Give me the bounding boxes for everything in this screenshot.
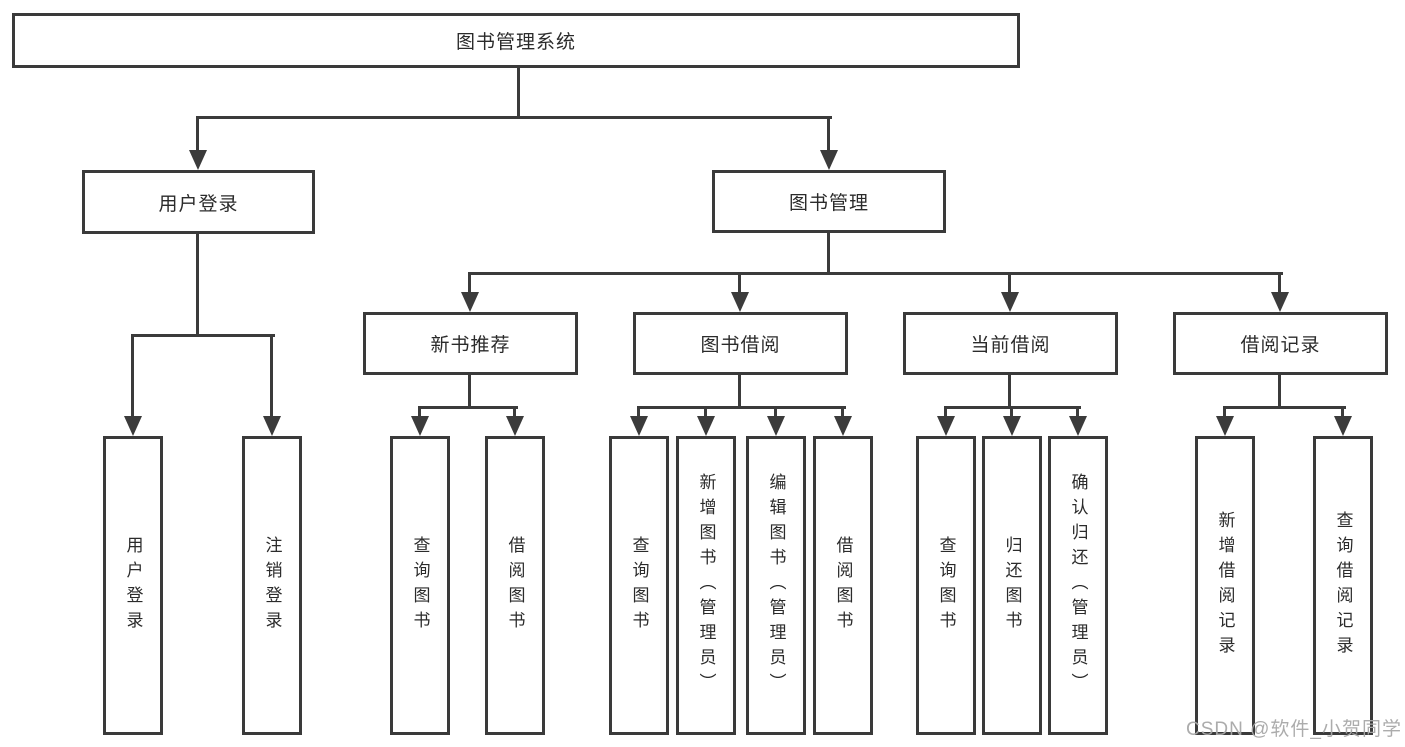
connector-line <box>1008 375 1011 409</box>
connector-line <box>827 116 830 154</box>
leaf-records-add-borrow-record: 新增借阅记录 <box>1195 436 1255 735</box>
connector-line <box>637 406 640 420</box>
connector-line <box>637 406 846 409</box>
leaf-records-query-borrow-record: 查询借阅记录 <box>1313 436 1373 735</box>
connector-line <box>1223 406 1346 409</box>
node-book-borrowing: 图书借阅 <box>633 312 848 375</box>
connector-line <box>944 406 947 420</box>
connector-line <box>418 406 421 420</box>
connector-line <box>774 406 777 420</box>
arrow-down-icon <box>937 416 955 436</box>
arrow-down-icon <box>263 416 281 436</box>
connector-line <box>468 272 1283 275</box>
leaf-current-confirm-return-admin: 确认归还（管理员） <box>1048 436 1108 735</box>
leaf-borrowing-add-book-admin: 新增图书（管理员） <box>676 436 736 735</box>
connector-line <box>270 334 273 420</box>
leaf-user-login: 用户登录 <box>103 436 163 735</box>
connector-line <box>196 116 832 119</box>
arrow-down-icon <box>1271 292 1289 312</box>
connector-line <box>468 375 471 409</box>
csdn-watermark: CSDN @软件_小贺同学 <box>1186 719 1402 740</box>
leaf-recommend-borrow-book: 借阅图书 <box>485 436 545 735</box>
connector-line <box>517 68 520 119</box>
node-current-borrowing: 当前借阅 <box>903 312 1118 375</box>
connector-line <box>196 234 199 337</box>
leaf-recommend-query-book: 查询图书 <box>390 436 450 735</box>
leaf-borrowing-borrow-book: 借阅图书 <box>813 436 873 735</box>
leaf-borrowing-query-book: 查询图书 <box>609 436 669 735</box>
arrow-down-icon <box>1001 292 1019 312</box>
arrow-down-icon <box>1003 416 1021 436</box>
arrow-down-icon <box>820 150 838 170</box>
arrow-down-icon <box>411 416 429 436</box>
node-library-system: 图书管理系统 <box>12 13 1020 68</box>
connector-line <box>1223 406 1226 420</box>
connector-line <box>131 334 275 337</box>
connector-line <box>513 406 516 420</box>
arrow-down-icon <box>189 150 207 170</box>
connector-line <box>1076 406 1079 420</box>
leaf-current-query-book: 查询图书 <box>916 436 976 735</box>
node-user-login: 用户登录 <box>82 170 315 234</box>
arrow-down-icon <box>731 292 749 312</box>
arrow-down-icon <box>767 416 785 436</box>
arrow-down-icon <box>630 416 648 436</box>
connector-line <box>468 272 471 298</box>
connector-line <box>738 272 741 298</box>
leaf-borrowing-edit-book-admin: 编辑图书（管理员） <box>746 436 806 735</box>
arrow-down-icon <box>506 416 524 436</box>
connector-line <box>1008 272 1011 298</box>
connector-line <box>1278 375 1281 409</box>
arrow-down-icon <box>1069 416 1087 436</box>
connector-line <box>1341 406 1344 420</box>
connector-line <box>418 406 518 409</box>
leaf-logout-login: 注销登录 <box>242 436 302 735</box>
arrow-down-icon <box>1334 416 1352 436</box>
connector-line <box>1010 406 1013 420</box>
leaf-current-return-book: 归还图书 <box>982 436 1042 735</box>
arrow-down-icon <box>461 292 479 312</box>
arrow-down-icon <box>1216 416 1234 436</box>
arrow-down-icon <box>124 416 142 436</box>
connector-line <box>131 334 134 420</box>
arrow-down-icon <box>697 416 715 436</box>
node-new-book-recommend: 新书推荐 <box>363 312 578 375</box>
connector-line <box>196 116 199 154</box>
connector-line <box>827 233 830 275</box>
connector-line <box>1278 272 1281 298</box>
node-book-management: 图书管理 <box>712 170 946 233</box>
node-borrowing-records: 借阅记录 <box>1173 312 1388 375</box>
connector-line <box>704 406 707 420</box>
connector-line <box>738 375 741 409</box>
connector-line <box>841 406 844 420</box>
arrow-down-icon <box>834 416 852 436</box>
